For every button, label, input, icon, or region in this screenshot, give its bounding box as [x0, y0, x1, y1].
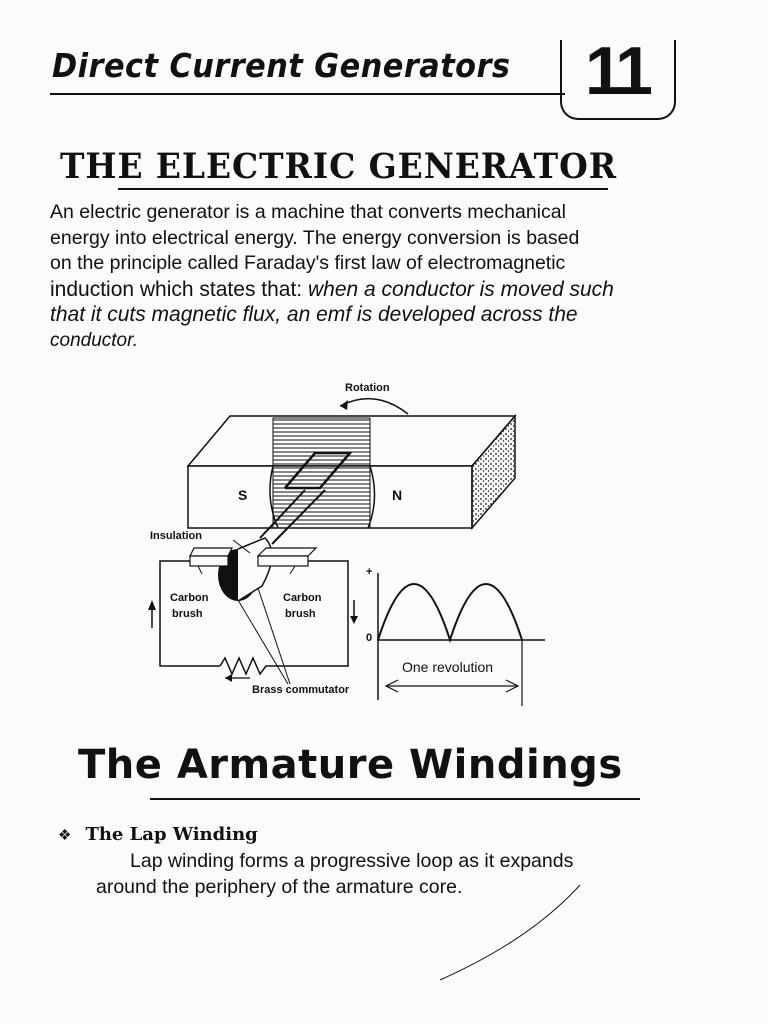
brass-commutator-label: Brass commutator: [252, 684, 350, 696]
magnet-side: [471, 413, 516, 531]
chapter-number-box: [560, 40, 676, 120]
law-statement: when a conductor is moved such: [307, 277, 614, 301]
north-pole-label: N: [392, 487, 403, 503]
chapter-number: 11: [585, 33, 653, 109]
carbon-brush-right-label: brush: [285, 608, 316, 620]
header-rule: [50, 93, 565, 95]
load-resistor: [219, 656, 270, 676]
diamond-bullet-icon: ❖: [58, 826, 72, 844]
rectified-waveform: [377, 583, 523, 644]
paragraph-line: Lap winding forms a progressive loop as …: [130, 850, 574, 872]
left-carbon-brush: [189, 547, 233, 557]
section-rule: [118, 188, 608, 190]
insulation-label: Insulation: [150, 530, 202, 542]
lap-winding-title: The Lap Winding: [85, 824, 258, 845]
carbon-brush-left-label: Carbon: [170, 592, 209, 604]
coil-loop: [284, 451, 353, 490]
chapter-title: Direct Current Generators: [52, 46, 511, 85]
paragraph-line: on the principle called Faraday's first …: [50, 252, 566, 274]
paragraph-line: An electric generator is a machine that …: [50, 201, 566, 223]
law-statement: conductor.: [50, 329, 139, 351]
intro-paragraph: An electric generator is a machine that …: [50, 200, 690, 353]
rotation-arrow: [339, 397, 409, 415]
rotation-arrowhead: [340, 400, 348, 410]
plus-label: +: [366, 566, 373, 578]
generator-diagram: Rotation S N Insulation Carbon brush Car…: [140, 378, 560, 708]
carbon-brush-left-label: brush: [172, 608, 203, 620]
paragraph-line: around the periphery of the armature cor…: [96, 876, 463, 898]
circuit-wire: [159, 560, 220, 667]
one-revolution-label: One revolution: [402, 659, 494, 675]
zero-label: 0: [366, 632, 373, 644]
section-title-electric-generator: THE ELECTRIC GENERATOR: [60, 146, 617, 187]
lap-winding-heading: ❖ The Lap Winding: [58, 824, 258, 845]
paragraph-text: induction which states that:: [50, 277, 308, 301]
paragraph-line: induction which states that: when a cond…: [50, 277, 690, 303]
lap-winding-paragraph: Lap winding forms a progressive loop as …: [96, 848, 573, 900]
scan-mark: [439, 884, 581, 981]
flux-region: [272, 417, 371, 529]
right-carbon-brush: [256, 547, 318, 557]
section-rule: [150, 798, 640, 800]
section-title-armature-windings: The Armature Windings: [78, 742, 623, 788]
generator-diagram-drawing: [148, 397, 545, 706]
rotation-label: Rotation: [345, 382, 390, 394]
south-pole-label: S: [238, 487, 248, 503]
law-statement: that it cuts magnetic flux, an emf is de…: [50, 303, 578, 326]
carbon-brush-right-label: Carbon: [283, 592, 322, 604]
shaft: [259, 489, 306, 539]
paragraph-line: energy into electrical energy. The energ…: [50, 226, 580, 249]
